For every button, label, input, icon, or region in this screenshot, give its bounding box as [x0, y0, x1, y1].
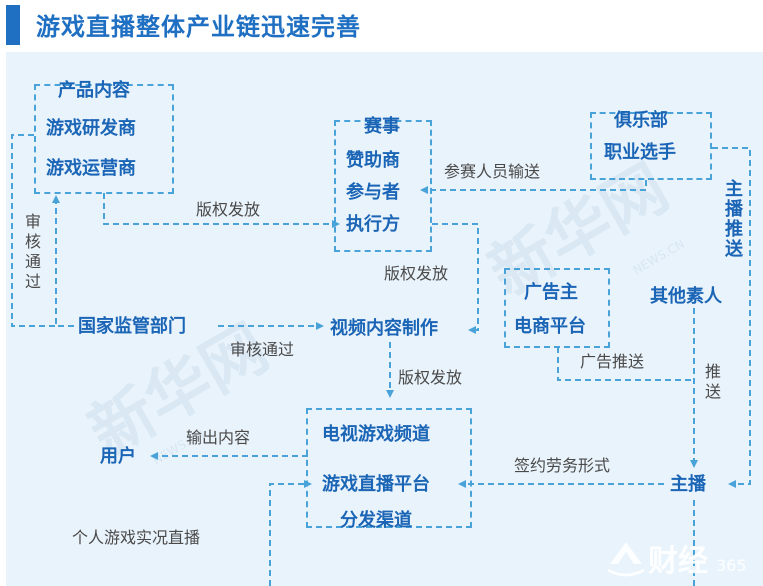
logo-icon: [607, 542, 645, 577]
line-club-to-participant: [420, 180, 647, 194]
node-regulator: 国家监管部门: [78, 316, 186, 337]
label-streamer-push: 主播推送: [725, 179, 743, 260]
line-left-loop: [11, 134, 56, 327]
line-regulator-to-product: [52, 195, 74, 327]
node-user: 用户: [100, 446, 136, 467]
node-esports-event: 赛事: [364, 116, 400, 137]
node-tv-game-channel: 电视游戏频道: [322, 424, 430, 445]
label-copyright-2: 版权发放: [384, 264, 449, 283]
label-copyright-3: 版权发放: [398, 368, 463, 387]
page-title: 游戏直播整体产业链迅速完善: [36, 13, 361, 41]
logo-brand: 财经: [648, 544, 708, 579]
label-ad-push: 广告推送: [580, 352, 645, 371]
node-game-developer: 游戏研发商: [46, 118, 136, 139]
line-personal-to-platform: [269, 480, 312, 586]
line-product-to-executor: [103, 193, 340, 228]
node-streamer: 主播: [670, 474, 706, 495]
node-live-platform: 游戏直播平台: [322, 474, 430, 495]
label-push: 推送: [704, 362, 721, 401]
diagram-panel: [6, 52, 763, 586]
node-video-production: 视频内容制作: [330, 318, 438, 339]
node-game-operator: 游戏运营商: [46, 158, 136, 179]
box-product: [34, 84, 174, 194]
node-ecommerce: 电商平台: [514, 316, 586, 337]
node-club: 俱乐部: [614, 110, 668, 131]
line-executor-to-video: [432, 223, 479, 334]
line-advertiser-to-push: [557, 347, 694, 381]
label-review-pass: 审核通过: [230, 340, 295, 359]
label-review-pass-vertical: 审核通过: [24, 212, 41, 291]
brand-logo: 财经 365: [600, 532, 760, 586]
label-personal-live: 个人游戏实况直播: [72, 528, 201, 547]
line-player-to-streamer: [712, 147, 751, 488]
box-event: [334, 120, 432, 252]
label-copyright-1: 版权发放: [196, 200, 261, 219]
node-other-talent: 其他素人: [650, 286, 722, 307]
node-product-content: 产品内容: [58, 80, 130, 101]
node-pro-player: 职业选手: [604, 142, 676, 163]
label-contract-labor: 签约劳务形式: [514, 456, 611, 475]
header: 游戏直播整体产业链迅速完善: [0, 0, 763, 52]
header-accent-bar: [6, 5, 20, 45]
node-sponsor: 赞助商: [346, 150, 400, 171]
node-executor: 执行方: [346, 214, 400, 235]
box-club: [590, 112, 712, 180]
logo-number: 365: [716, 556, 747, 575]
node-distribution: 分发渠道: [340, 510, 412, 531]
node-participant: 参与者: [346, 182, 400, 203]
node-advertiser: 广告主: [524, 282, 578, 303]
label-output-content: 输出内容: [186, 428, 251, 447]
box-advertiser: [504, 268, 610, 348]
box-platform: [306, 408, 472, 528]
label-participant-supply: 参赛人员输送: [444, 162, 541, 181]
